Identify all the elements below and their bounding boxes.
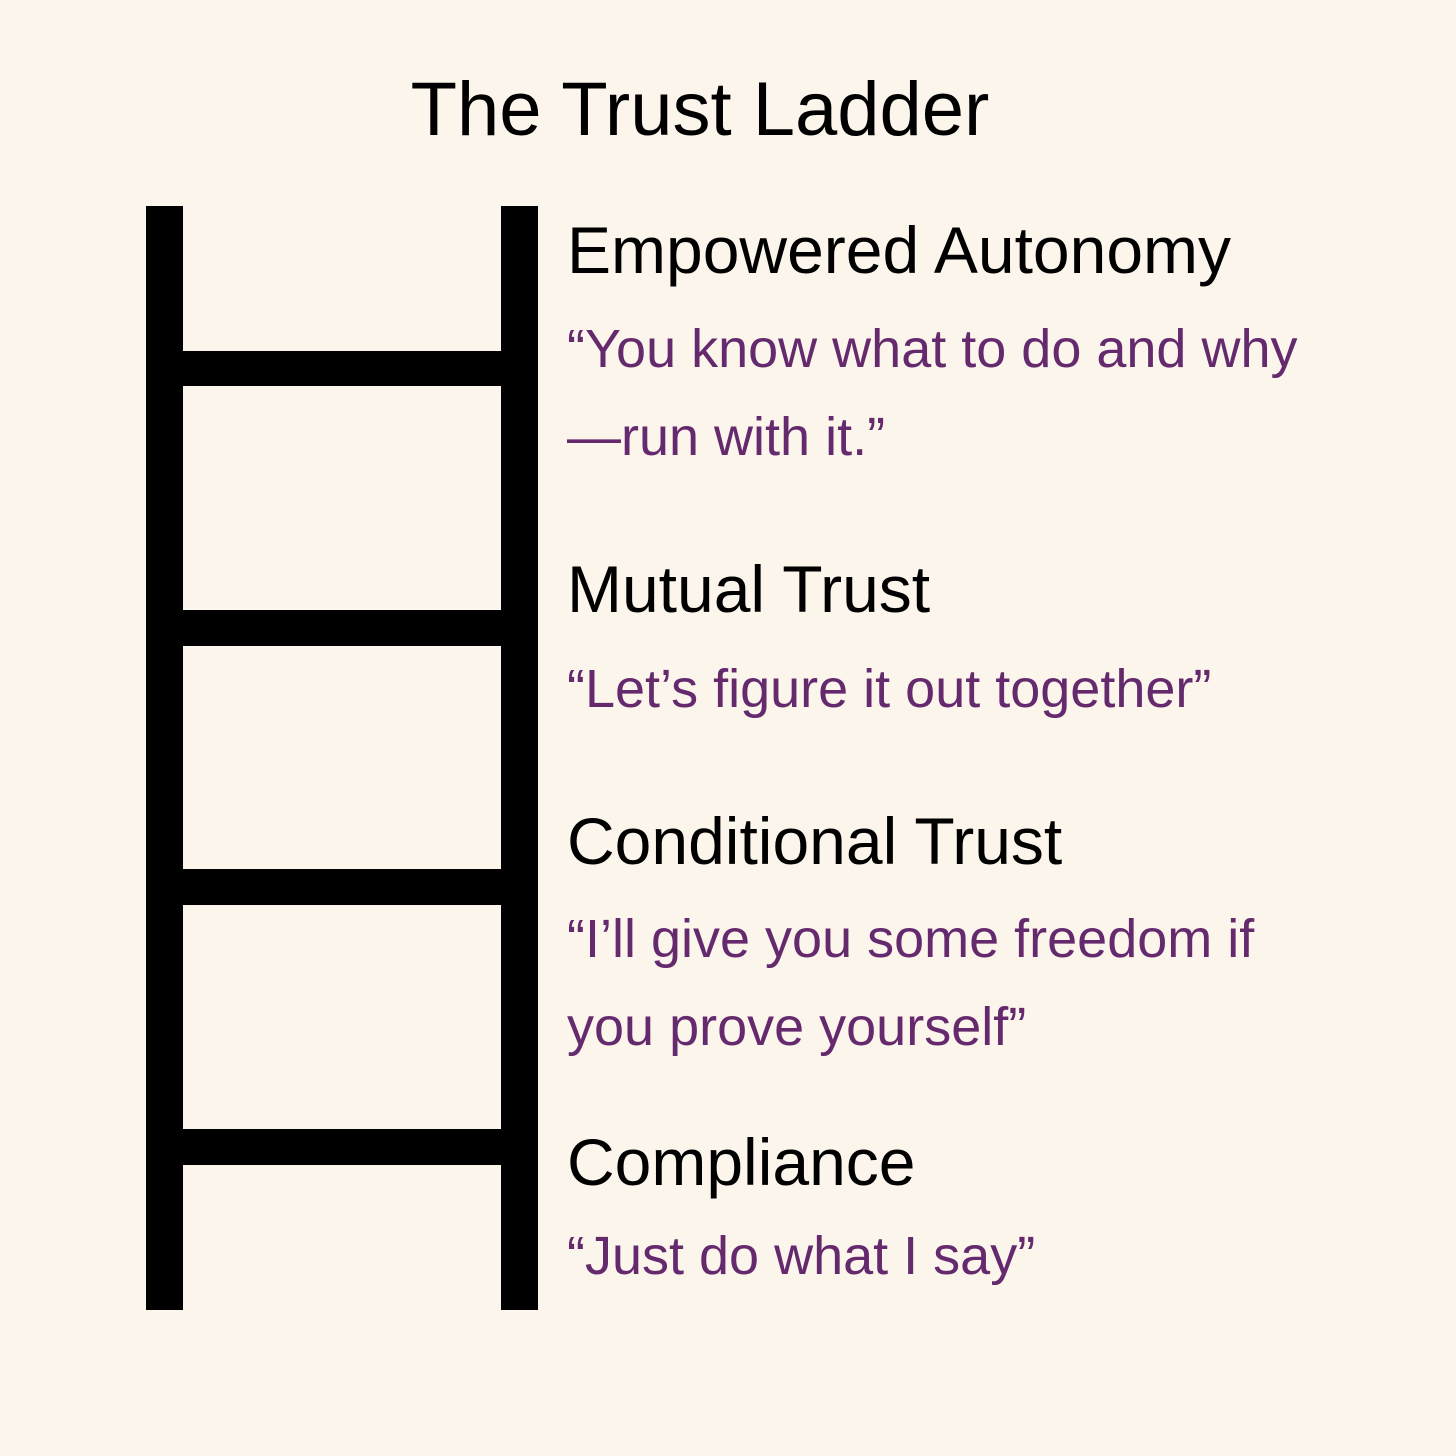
level-conditional-trust: Conditional Trust “I’ll give you some fr… [567,803,1447,1071]
level-mutual-trust: Mutual Trust “Let’s figure it out togeth… [567,551,1447,733]
level-compliance: Compliance “Just do what I say” [567,1124,1447,1300]
diagram-title: The Trust Ladder [410,67,990,152]
ladder-left-rail [146,206,183,1310]
quote-line: “I’ll give you some freedom if [567,909,1255,969]
quote-line: you prove yourself” [567,997,1027,1057]
quote-line: “Just do what I say” [567,1226,1036,1286]
level-quote: “You know what to do and why —run with i… [567,305,1447,481]
level-empowered-autonomy: Empowered Autonomy “You know what to do … [567,212,1447,481]
level-name: Empowered Autonomy [567,213,1232,287]
quote-line: “Let’s figure it out together” [567,659,1212,719]
ladder-rung [146,351,538,386]
ladder-rung [146,610,538,646]
level-quote: “Let’s figure it out together” [567,645,1447,733]
level-name: Conditional Trust [567,804,1063,878]
quote-line: “You know what to do and why [567,319,1298,379]
level-quote: “I’ll give you some freedom if you prove… [567,895,1447,1071]
ladder-right-rail [501,206,538,1310]
level-name: Compliance [567,1125,916,1199]
ladder-rung [146,869,538,905]
quote-line: —run with it.” [567,407,886,467]
level-quote: “Just do what I say” [567,1212,1447,1300]
level-name: Mutual Trust [567,552,931,626]
ladder-rung [146,1129,538,1165]
